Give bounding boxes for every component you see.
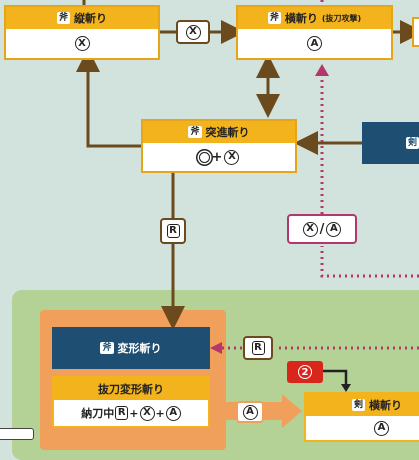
dotted-arrowhead-2 <box>210 342 222 354</box>
x-button-icon: X <box>139 405 155 421</box>
slash-separator: / <box>319 221 325 237</box>
sheathed-label: 納刀中 <box>81 407 115 420</box>
node-draw-morph-slash: 抜刀変形斬り 納刀中 R + X + A <box>52 376 210 428</box>
node-morph-slash: 斧 変形斬り <box>52 327 210 369</box>
connector-x-or-a-pill: X / A <box>287 214 357 244</box>
node-body: X <box>6 29 158 58</box>
node-title: 突進斬り <box>205 126 250 139</box>
plus-sign: + <box>211 149 223 165</box>
dotted-lower <box>320 246 419 278</box>
node-header: 斧 横斬り (抜刀攻撃) <box>238 7 391 29</box>
number-2-icon: 2 <box>298 365 312 379</box>
r-button-icon: R <box>166 224 180 238</box>
node-header: 剣 横斬り <box>306 394 419 416</box>
axe-tag: 斧 <box>56 12 70 24</box>
plus-sign: + <box>155 406 165 420</box>
a-button-icon: A <box>242 404 258 420</box>
r-button-icon: R <box>251 341 265 355</box>
r-button-icon: R <box>115 406 129 420</box>
node-title: 縦斬り <box>74 12 107 25</box>
node-body: 納刀中 R + X + A <box>54 400 208 426</box>
node-header: 斧 突進斬り <box>143 121 295 143</box>
badge-2: 2 <box>287 361 323 383</box>
node-title: 変形斬り <box>117 342 162 355</box>
dotted-arrowhead <box>315 64 329 76</box>
a-button-icon: A <box>326 221 342 237</box>
node-header: 斧 縦斬り <box>6 7 158 29</box>
axe-tag: 斧 <box>188 126 202 138</box>
node-body: A <box>306 416 419 440</box>
a-button-icon: A <box>374 420 389 436</box>
double-circle-button-icon: ◎ <box>198 151 210 163</box>
x-button-icon: X <box>224 149 240 165</box>
plus-sign: + <box>129 406 139 420</box>
connector-r-pill-right: R <box>243 336 273 360</box>
axe-tag: 斧 <box>100 342 114 354</box>
node-sword-edge: 剣 <box>362 122 419 164</box>
offscreen-node-edge <box>412 17 419 47</box>
connector-x-pill: X <box>176 20 210 44</box>
sword-tag: 剣 <box>352 399 366 411</box>
node-vertical-slash: 斧 縦斬り X <box>4 5 160 60</box>
connector-r-pill: R <box>160 218 186 244</box>
x-button-icon: X <box>302 221 318 237</box>
node-title: 横斬り <box>369 399 403 412</box>
a-button-icon: A <box>165 405 181 421</box>
sword-tag: 剣 <box>406 137 419 149</box>
node-note: (抜刀攻撃) <box>321 13 362 23</box>
node-title: 抜刀変形斬り <box>98 383 164 396</box>
axe-tag: 斧 <box>267 12 281 24</box>
elbow-line <box>76 48 141 148</box>
a-button-icon: A <box>307 36 322 51</box>
node-sword-side-slash: 剣 横斬り A <box>304 392 419 442</box>
badge-elbow <box>323 369 348 388</box>
node-header: 抜刀変形斬り <box>54 378 208 400</box>
x-button-icon: X <box>185 24 201 40</box>
connector-a-pill: A <box>236 401 264 423</box>
node-advancing-slash: 斧 突進斬り ◎ + X <box>141 119 297 173</box>
badge-arrowhead <box>341 384 351 392</box>
x-button-icon: X <box>74 36 90 51</box>
node-side-slash: 斧 横斬り (抜刀攻撃) A <box>236 5 393 60</box>
node-body: ◎ + X <box>143 143 295 171</box>
node-body: A <box>238 29 391 58</box>
node-title: 横斬り <box>284 12 318 25</box>
corner-chip <box>0 428 34 440</box>
